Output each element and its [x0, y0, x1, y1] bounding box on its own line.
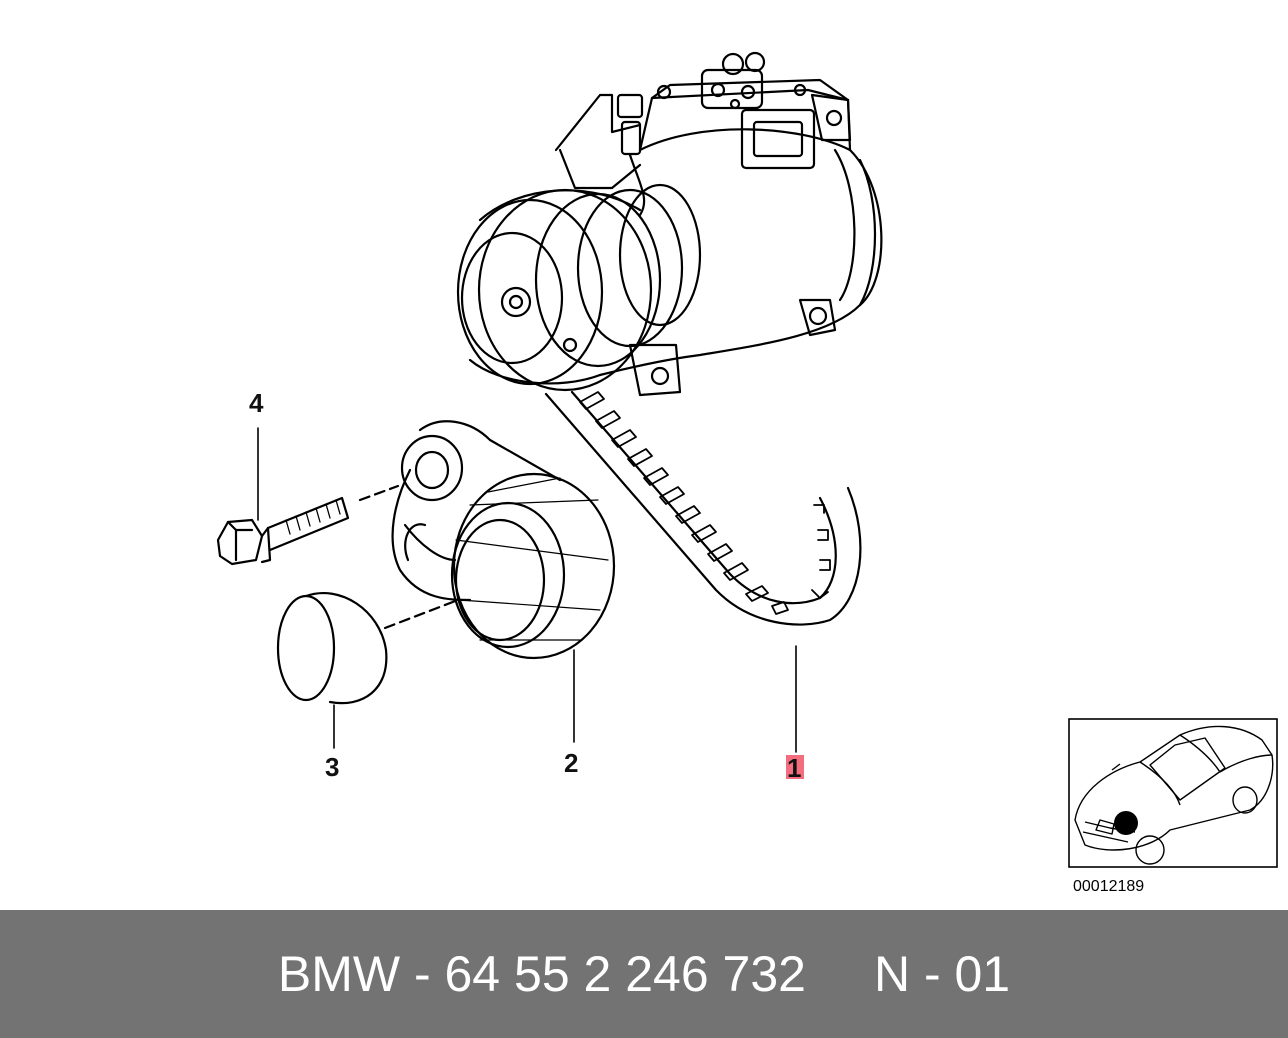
parts-diagram: 4 3 2 1 00012189 [216, 51, 1278, 895]
callout-numbers: 4 3 2 1 [249, 388, 804, 783]
part-number-footer: BMW - 64 55 2 246 732 N - 01 [0, 910, 1288, 1038]
diagram-position-text: N - 01 [873, 946, 1011, 1002]
ac-compressor [456, 51, 883, 397]
part-number-text: BMW - 64 55 2 246 732 [277, 946, 806, 1002]
callout-1-highlight [786, 755, 804, 779]
callout-4: 4 [249, 388, 264, 418]
car-locator-inset [1068, 718, 1278, 868]
callout-2: 2 [564, 748, 578, 778]
tensioner [391, 420, 616, 660]
leader-lines [257, 427, 797, 753]
ribbed-belt [544, 390, 862, 626]
pulley-cap [276, 591, 460, 705]
hex-bolt [216, 484, 400, 566]
inset-image-number: 00012189 [1073, 878, 1144, 895]
callout-3: 3 [325, 752, 339, 782]
callout-1: 1 [787, 753, 801, 783]
